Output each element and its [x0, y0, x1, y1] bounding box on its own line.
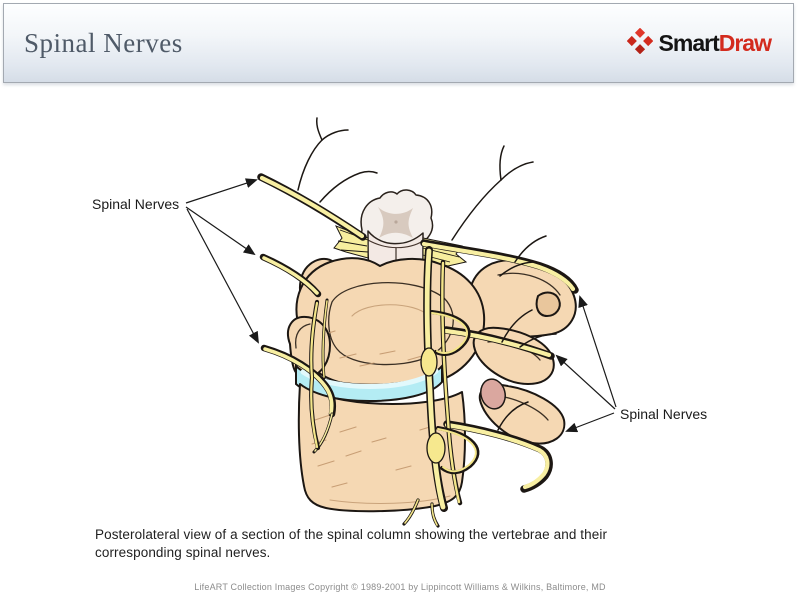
logo-text-draw: Draw — [718, 29, 772, 56]
smartdraw-wordmark: SmartDraw — [658, 29, 772, 56]
spinal-nerve-branches — [257, 173, 579, 493]
label-spinal-nerves-left: Spinal Nerves — [92, 196, 180, 212]
smartdraw-diamonds-icon — [626, 27, 653, 59]
nerve-twigs-top — [297, 117, 534, 241]
label-spinal-nerves-right: Spinal Nerves — [620, 406, 708, 422]
spinal-cord — [360, 189, 434, 269]
caption-line-1: Posterolateral view of a section of the … — [95, 527, 608, 542]
smartdraw-logo: SmartDraw — [626, 27, 772, 59]
nerve-trunks-descending — [309, 246, 480, 528]
page-title: Spinal Nerves — [24, 27, 183, 58]
copyright-text: LifeART Collection Images Copyright © 19… — [194, 582, 606, 592]
caption-line-2: corresponding spinal nerves. — [95, 545, 271, 560]
logo-text-smart: Smart — [658, 29, 720, 56]
callout-arrows — [185, 178, 617, 433]
header-bar: Spinal Nerves SmartDraw — [3, 3, 794, 83]
caption-text: Posterolateral view of a section of the … — [95, 526, 607, 562]
upper-vertebra — [295, 257, 486, 389]
